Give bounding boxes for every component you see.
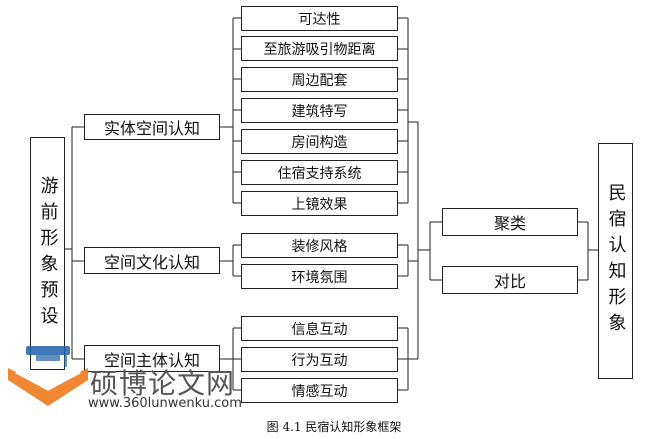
item-room-structure: 房间构造 [241,129,398,154]
figure-caption: 图 4.1 民宿认知形象框架 [266,420,402,434]
item-photogenic-effect: 上镜效果 [241,191,398,216]
right-node-perceived-image: 民宿认知形象 [598,143,633,379]
item-lodging-support-system: 住宿支持系统 [241,160,398,185]
item-information-interaction: 信息互动 [241,316,398,341]
watermark-site-name: 硕博论文网 [90,367,236,400]
watermark-url: www.360lunwenku.com [88,396,242,411]
left-node-preconception: 游前形象预设 [30,137,65,370]
item-behavior-interaction: 行为互动 [241,347,398,372]
item-decoration-style: 装修风格 [241,233,398,258]
item-emotion-interaction: 情感互动 [241,378,398,403]
category-physical-space: 实体空间认知 [84,114,220,140]
item-distance-to-attractions: 至旅游吸引物距离 [241,36,398,61]
method-clustering: 聚类 [442,208,578,236]
category-space-subject: 空间主体认知 [84,345,220,372]
watermark-logo-icon [8,346,88,406]
item-accessibility: 可达性 [241,6,398,31]
method-comparison: 对比 [442,266,578,294]
item-ambience: 环境氛围 [241,264,398,289]
category-space-culture: 空间文化认知 [84,247,220,274]
item-surrounding-facilities: 周边配套 [241,67,398,92]
item-architecture-feature: 建筑特写 [241,98,398,123]
